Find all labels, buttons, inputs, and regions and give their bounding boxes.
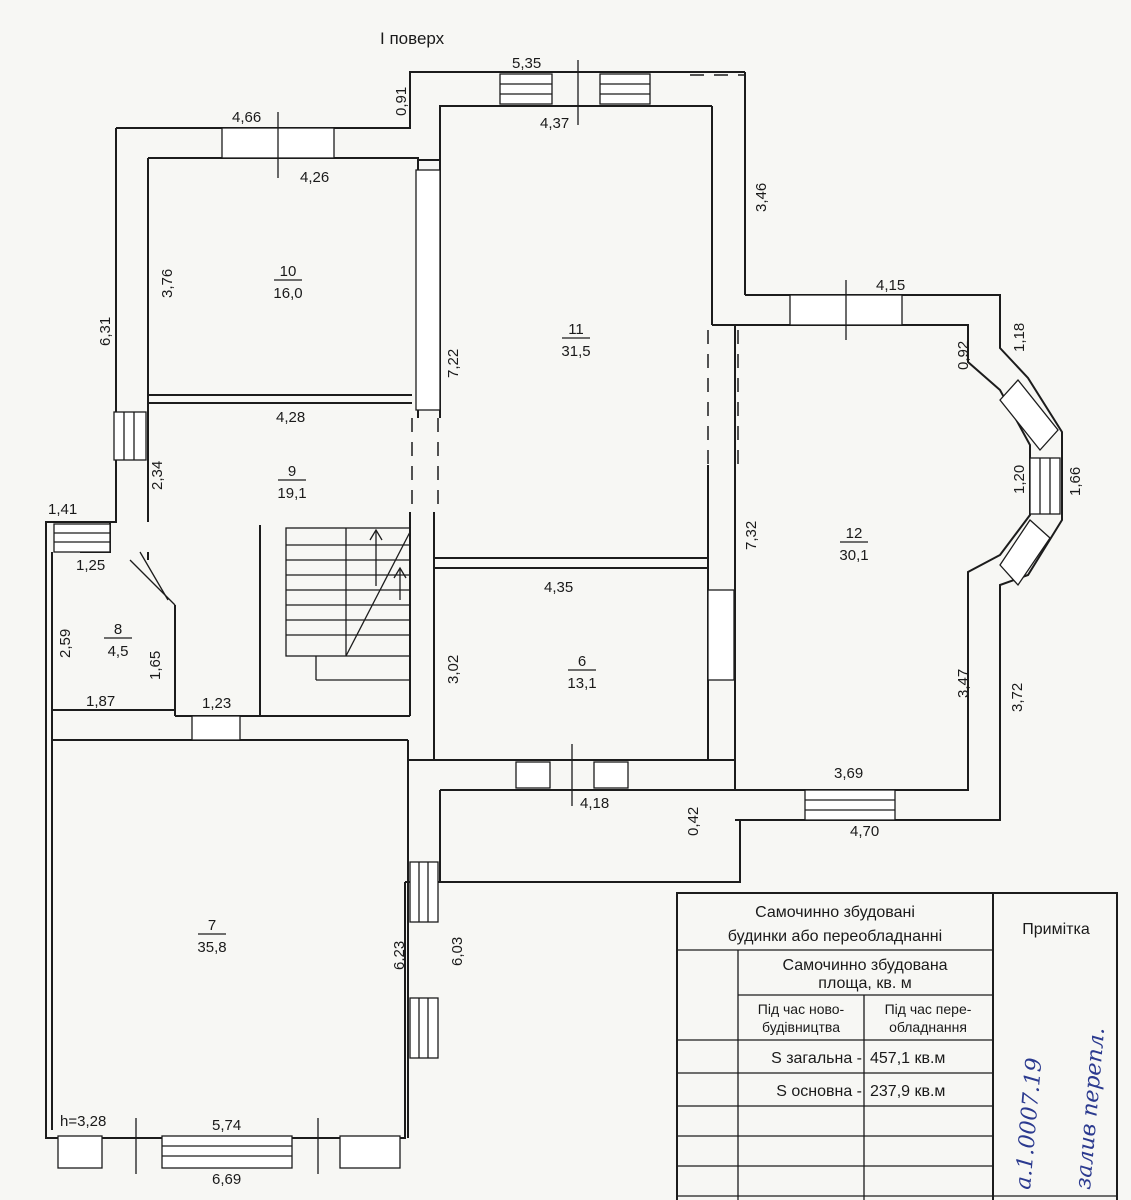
room-12-label: 12 30,1: [839, 525, 868, 564]
dim-label: 1,87: [86, 693, 115, 710]
dim-label: 3,72: [1009, 683, 1026, 712]
table-header-line2: будинки або переобладнанні: [728, 928, 942, 945]
room-number: 8: [114, 621, 122, 638]
dim-label: 3,69: [834, 765, 863, 782]
table-note-header: Примітка: [1022, 921, 1090, 938]
room-area: 35,8: [197, 939, 226, 956]
room-area: 31,5: [561, 343, 590, 360]
dim-label: h=3,28: [60, 1113, 106, 1130]
room-6-label: 6 13,1: [567, 653, 596, 692]
room-8-label: 8 4,5: [104, 621, 132, 660]
col-rebuild-line2: обладнання: [889, 1019, 967, 1035]
room-area: 19,1: [277, 485, 306, 502]
dim-label: 4,70: [850, 823, 879, 840]
handwritten-note: а.1.0007.19 залив перепл.: [1011, 1026, 1110, 1190]
col-new-line1: Під час ново-: [758, 1001, 845, 1017]
dim-label: 0,92: [955, 341, 972, 370]
room-number: 7: [208, 917, 216, 934]
row-main-value: 237,9 кв.м: [870, 1083, 945, 1100]
dim-label: 6,23: [391, 941, 408, 970]
dim-label: 0,42: [685, 807, 702, 836]
room-number: 10: [280, 263, 297, 280]
room-area: 4,5: [108, 643, 129, 660]
staircase: [129, 527, 411, 681]
dim-label: 7,32: [743, 521, 760, 550]
dim-label: 2,59: [57, 629, 74, 658]
handwritten-line2: залив перепл.: [1071, 1026, 1110, 1190]
floor-title: I поверх: [380, 29, 445, 48]
table-subheader-line1: Самочинно збудована: [782, 957, 947, 974]
dim-label: 4,66: [232, 109, 261, 126]
room-11-label: 11 31,5: [561, 321, 590, 360]
dim-label: 3,47: [955, 669, 972, 698]
dim-label: 4,35: [544, 579, 573, 596]
dim-label: 0,91: [393, 87, 410, 116]
dim-label: 6,69: [212, 1171, 241, 1188]
room-labels: 10 16,0 11 31,5 9 19,1 12 30,1 8 4,5 6 1…: [104, 263, 869, 956]
dim-label: 3,02: [445, 655, 462, 684]
row-total-label: S загальна -: [771, 1050, 862, 1067]
dim-label: 1,20: [1011, 465, 1028, 494]
col-new-line2: будівництва: [762, 1019, 840, 1035]
room-area: 30,1: [839, 547, 868, 564]
dim-label: 7,22: [445, 349, 462, 378]
room-number: 6: [578, 653, 586, 670]
dim-label: 1,65: [147, 651, 164, 680]
dim-label: 4,18: [580, 795, 609, 812]
dashed-openings: [411, 74, 745, 512]
col-rebuild-line1: Під час пере-: [885, 1001, 972, 1017]
table-subheader-line2: площа, кв. м: [818, 975, 911, 992]
dim-label: 6,31: [97, 317, 114, 346]
dim-label: 1,23: [202, 695, 231, 712]
dim-label: 4,37: [540, 115, 569, 132]
handwritten-line1: а.1.0007.19: [1011, 1057, 1047, 1191]
dimension-labels: 5,35 0,91 4,66 4,37 4,26 3,46 4,15 6,31 …: [48, 55, 1084, 1188]
row-total-value: 457,1 кв.м: [870, 1050, 945, 1067]
row-main-label: S основна -: [776, 1083, 862, 1100]
room-area: 16,0: [273, 285, 302, 302]
room-7-label: 7 35,8: [197, 917, 226, 956]
area-table: Самочинно збудовані будинки або переобла…: [676, 892, 1118, 1200]
dim-label: 3,46: [753, 183, 770, 212]
dim-label: 4,15: [876, 277, 905, 294]
dim-label: 1,18: [1011, 323, 1028, 352]
room-9-label: 9 19,1: [277, 463, 306, 502]
room-area: 13,1: [567, 675, 596, 692]
dim-label: 5,74: [212, 1117, 241, 1134]
room-number: 12: [846, 525, 863, 542]
dim-label: 4,26: [300, 169, 329, 186]
dim-label: 6,03: [449, 937, 466, 966]
room-10-label: 10 16,0: [273, 263, 302, 302]
dim-label: 5,35: [512, 55, 541, 72]
dim-label: 2,34: [149, 461, 166, 490]
dim-label: 1,25: [76, 557, 105, 574]
room-number: 9: [288, 463, 296, 480]
dim-label: 1,41: [48, 501, 77, 518]
dim-label: 4,28: [276, 409, 305, 426]
dim-label: 3,76: [159, 269, 176, 298]
table-header-line1: Самочинно збудовані: [755, 904, 915, 921]
dim-label: 1,66: [1067, 467, 1084, 496]
room-number: 11: [568, 321, 584, 338]
